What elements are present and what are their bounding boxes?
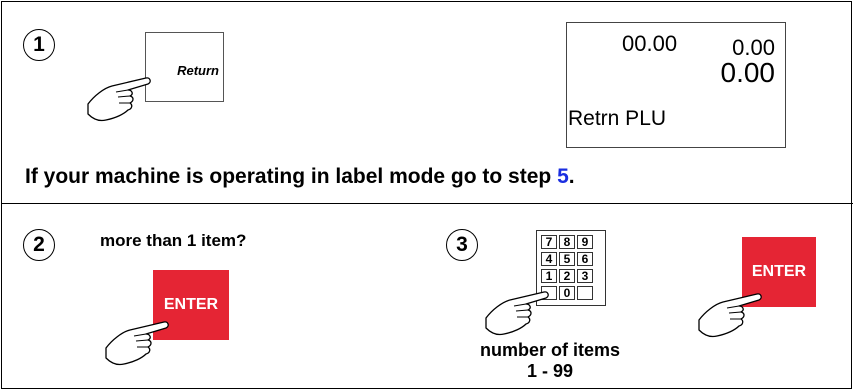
enter-key-label: ENTER [163, 296, 219, 313]
keypad-key-6[interactable]: 6 [577, 252, 593, 266]
step-2-number: 2 [33, 233, 45, 256]
pointing-hand-icon [485, 291, 549, 336]
item-count-label: number of items 1 - 99 [455, 340, 645, 382]
instruction-text: If your machine is operating in label mo… [25, 165, 558, 188]
display-value-main: 0.00 [720, 57, 776, 88]
enter-key-label: ENTER [751, 263, 807, 280]
keypad-key-blank-right[interactable] [577, 286, 593, 300]
keypad-key-7[interactable]: 7 [541, 235, 557, 249]
instruction-end: . [568, 165, 575, 188]
keypad-key-1[interactable]: 1 [541, 269, 557, 283]
display-mode-label: Retrn PLU [568, 107, 667, 130]
keypad-key-9[interactable]: 9 [577, 235, 593, 249]
keypad-key-3[interactable]: 3 [577, 269, 593, 283]
item-count-caption: number of items [479, 340, 621, 360]
step-3-number: 3 [456, 233, 468, 256]
step-1-badge: 1 [23, 29, 55, 61]
label-mode-instruction: If your machine is operating in label mo… [25, 165, 575, 189]
step-5-link[interactable]: 5 [557, 165, 569, 188]
keypad-key-8[interactable]: 8 [559, 235, 575, 249]
keypad-key-4[interactable]: 4 [541, 252, 557, 266]
pointing-hand-icon [105, 321, 169, 366]
step-2-badge: 2 [23, 229, 55, 261]
scale-display: 00.00 0.00 0.00 Retrn PLU [566, 22, 786, 148]
keypad-key-0[interactable]: 0 [559, 286, 575, 300]
item-count-range: 1 - 99 [526, 361, 574, 381]
return-key[interactable]: Return [145, 32, 224, 102]
display-value-right: 0.00 [732, 35, 775, 60]
step-1-number: 1 [33, 33, 45, 56]
return-key-label: Return [177, 63, 219, 78]
quantity-question: more than 1 item? [100, 231, 247, 250]
pointing-hand-icon [87, 77, 151, 122]
keypad-key-5[interactable]: 5 [559, 252, 575, 266]
keypad-key-2[interactable]: 2 [559, 269, 575, 283]
section-divider [1, 203, 853, 204]
pointing-hand-icon [698, 293, 762, 338]
step-3-badge: 3 [446, 229, 478, 261]
display-value-left: 00.00 [622, 31, 678, 56]
